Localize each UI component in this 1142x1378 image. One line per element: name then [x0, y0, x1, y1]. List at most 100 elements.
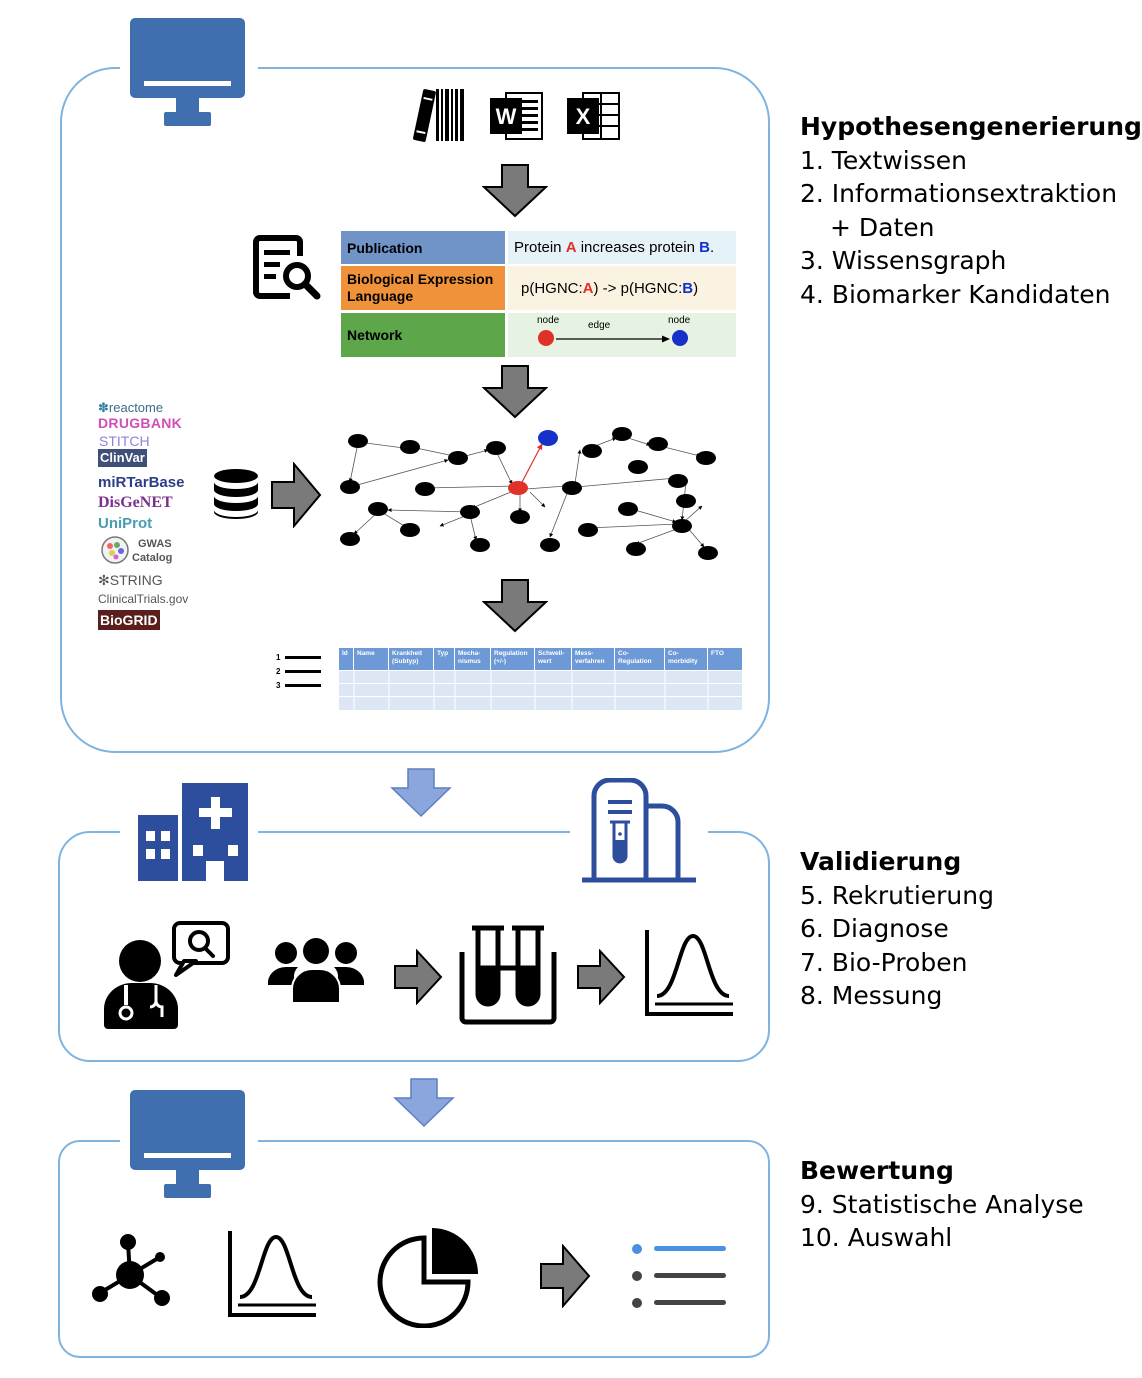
section-item: 10. Auswahl	[800, 1223, 953, 1252]
biogrid-logo: BioGRID	[98, 610, 160, 630]
test-tubes-icon	[459, 925, 557, 1025]
right-arrow-icon	[577, 949, 626, 1005]
node-label: node	[668, 315, 691, 326]
protein-a-node	[508, 481, 528, 495]
column-header: Mecha-nismus	[455, 648, 491, 670]
drugbank-logo: DRUGBANK	[98, 415, 183, 431]
row-label: Biological Expression Language	[347, 271, 494, 304]
word-letter: W	[496, 104, 517, 129]
text-part: Protein	[514, 239, 566, 256]
clinicaltrials-logo: ClinicalTrials.gov	[98, 592, 189, 606]
database-icon	[214, 469, 258, 519]
protein-b: B	[682, 279, 694, 297]
table-row	[339, 684, 742, 696]
section-title: Hypothesengenerierung	[800, 112, 1142, 141]
section-item: 1. Textwissen	[800, 145, 968, 175]
bel-label-network: Network	[341, 313, 505, 357]
text-part: increases protein	[576, 239, 700, 256]
evaluation-text: Bewertung 9. Statistische Analyse 10. Au…	[800, 1154, 1084, 1255]
column-header: Id	[339, 648, 354, 670]
column-header: Typ	[434, 648, 455, 670]
protein-a: A	[565, 239, 577, 256]
down-arrow-icon	[390, 768, 452, 818]
network-molecule-icon	[92, 1234, 170, 1306]
section-item: 5. Rekrutierung	[800, 880, 994, 910]
down-arrow-icon	[482, 579, 548, 633]
ranked-list-icon	[632, 1244, 726, 1308]
section-item: 9. Statistische Analyse	[800, 1189, 1084, 1219]
row-label: Network	[347, 327, 403, 343]
library-books-icon	[413, 89, 464, 142]
reactome-logo: ✽reactome	[98, 400, 164, 415]
database-logos: ✽reactome DRUGBANK STITCH ClinVar miRTar…	[96, 398, 211, 633]
bel-label-publication: Publication	[341, 231, 505, 264]
table-row	[339, 671, 742, 683]
list-number: 3	[276, 681, 281, 690]
column-header: Co-morbidity	[665, 648, 708, 670]
section-item: 7. Bio-Proben	[800, 947, 968, 977]
evaluation-frame	[58, 1140, 770, 1358]
row-label: Publication	[347, 239, 423, 256]
section-item: 6. Diagnose	[800, 914, 949, 943]
excel-document-icon: X	[567, 92, 620, 140]
text-part: .	[709, 239, 715, 256]
candidate-table: Id Name Krankheit (Subtyp) Typ Mecha-nis…	[339, 648, 742, 710]
section-item: 8. Messung	[800, 981, 943, 1010]
section-title: Validierung	[800, 847, 962, 876]
validation-text: Validierung 5. Rekrutierung 6. Diagnose …	[800, 845, 994, 1013]
table-row	[339, 697, 742, 710]
protein-b-node	[538, 430, 558, 446]
section-title: Bewertung	[800, 1156, 954, 1185]
column-header: Regulation (+/-)	[491, 648, 535, 670]
uniprot-logo: UniProt	[98, 515, 153, 532]
distribution-curve-icon	[228, 1231, 316, 1317]
text-part: p(HGNC:	[521, 279, 583, 297]
section-item: 2. Informationsextraktion	[800, 179, 1118, 208]
distribution-curve-icon	[645, 930, 733, 1016]
right-arrow-icon	[271, 462, 322, 528]
catalog-logo: Catalog	[132, 552, 173, 564]
pie-chart-icon	[377, 1228, 478, 1328]
gwas-logo: GWAS	[138, 538, 172, 550]
node-label: node	[537, 315, 560, 326]
doctor-consult-icon	[104, 921, 230, 1029]
column-header: Krankheit (Subtyp)	[389, 648, 434, 670]
list-number: 2	[276, 667, 281, 676]
excel-letter: X	[576, 104, 591, 129]
down-arrow-icon	[482, 164, 548, 218]
protein-a: A	[582, 279, 594, 297]
string-logo: ✻STRING	[98, 572, 163, 588]
bel-publication-text: Protein A increases protein B.	[508, 231, 736, 264]
monitor-icon	[130, 18, 245, 126]
hypothesis-frame	[60, 67, 770, 753]
frame-gap	[570, 828, 708, 834]
document-search-icon	[253, 235, 321, 300]
column-header: Co-Regulation	[615, 648, 665, 670]
section-item: 3. Wissensgraph	[800, 246, 1007, 275]
word-document-icon: W	[490, 92, 543, 140]
section-item: 4. Biomarker Kandidaten	[800, 279, 1111, 309]
column-header: FTO	[711, 650, 724, 657]
column-header: Schwell-wert	[535, 648, 572, 670]
mirtarbase-logo: miRTarBase	[98, 474, 185, 491]
edge-label: edge	[588, 320, 611, 331]
knowledge-graph	[340, 427, 718, 560]
patient-group-icon	[268, 936, 364, 1004]
gwas-catalog-icon	[101, 536, 129, 564]
monitor-icon	[130, 1090, 245, 1198]
bel-label-language: Biological Expression Language	[341, 266, 505, 310]
lab-analyzer-icon	[582, 778, 696, 883]
right-arrow-icon	[394, 949, 443, 1005]
hospital-icon	[138, 783, 248, 881]
column-header: Name	[354, 648, 389, 670]
numbered-list-icon: 1 2 3	[276, 652, 326, 694]
disgenet-logo: DisGeNET	[98, 494, 173, 511]
text-part: ) -> p(HGNC:	[593, 279, 683, 297]
down-arrow-icon	[393, 1078, 455, 1128]
column-header: Mess-verfahren	[572, 648, 615, 670]
bel-language-text: p(HGNC:A) -> p(HGNC:B)	[508, 266, 736, 310]
down-arrow-icon	[482, 365, 548, 419]
network-example-graphic	[538, 330, 688, 346]
hypothesis-text: Hypothesengenerierung 1. Textwissen 2. I…	[800, 110, 1142, 311]
bel-network-example: node edge node	[508, 313, 736, 357]
